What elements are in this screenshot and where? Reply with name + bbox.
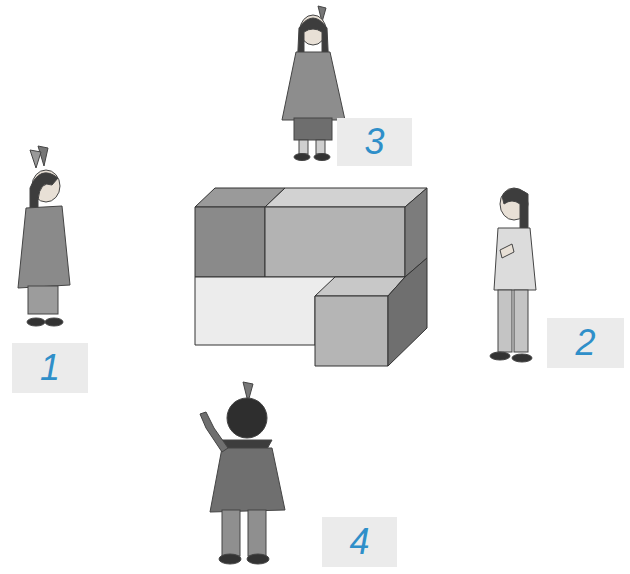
child-figure-right [490, 188, 536, 362]
callout-number: 3 [364, 124, 384, 160]
number-label-box: 2 [547, 318, 624, 368]
callout-number: 4 [349, 524, 369, 560]
child-figure-left [18, 146, 70, 326]
child-figure-front [200, 382, 285, 564]
child-figure-top [282, 6, 345, 161]
callout-number: 2 [575, 325, 595, 361]
block-arrangement [195, 188, 427, 366]
callout-number: 1 [40, 350, 60, 386]
number-label-box: 4 [322, 517, 397, 567]
number-label-box: 1 [12, 343, 88, 393]
number-label-box: 3 [337, 118, 412, 166]
